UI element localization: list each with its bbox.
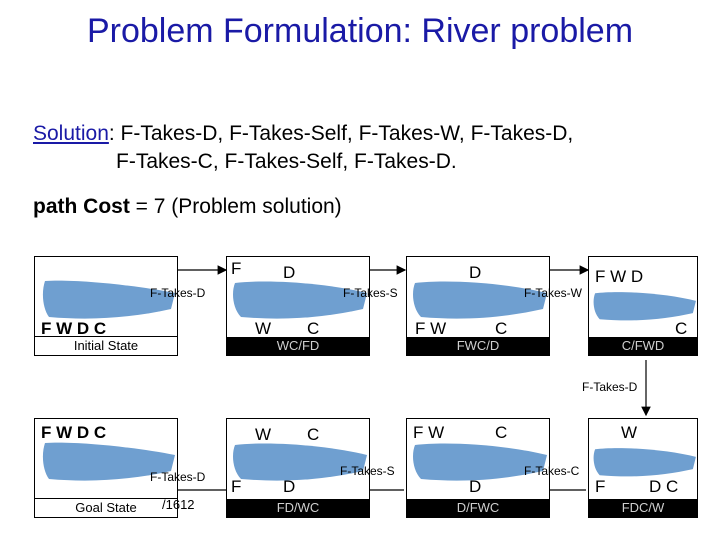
bank-bottom-right: D (283, 477, 296, 496)
state-caption: FD/WC (227, 499, 369, 517)
river-shape (413, 281, 547, 319)
state-caption: FDC/W (589, 499, 697, 517)
bank-top-left: W (255, 425, 272, 444)
solution-label: Solution (33, 122, 109, 145)
bank-top-left: F W (413, 423, 445, 442)
state-initial: F W D C Initial State (34, 256, 178, 356)
state-caption: Goal State (35, 498, 177, 517)
state-fdc-w: W F D C FDC/W (588, 418, 698, 518)
slide-number: /1612 (162, 497, 195, 512)
river-shape (413, 443, 547, 481)
bank-bottom-left: W (255, 319, 272, 338)
solution-steps-2: F-Takes-C, F-Takes-Self, F-Takes-D. (116, 150, 457, 173)
state-wc-fd: F D W C WC/FD (226, 256, 370, 356)
bank-bottom: D (469, 477, 482, 496)
state-d-fwc: F W C D D/FWC (406, 418, 550, 518)
path-cost-value: = 7 (Problem solution) (129, 195, 342, 218)
action-label-2: F-Takes-S (343, 286, 398, 300)
bank-top-right: C (307, 425, 320, 444)
bank-bottom-right: C (495, 319, 508, 338)
bank-bottom: F W D C (41, 319, 107, 338)
river-shape (42, 280, 176, 319)
state-caption: FWC/D (407, 337, 549, 355)
solution-steps-1: : F-Takes-D, F-Takes-Self, F-Takes-W, F-… (108, 122, 574, 145)
bank-top: F W D (595, 267, 644, 286)
state-caption: Initial State (35, 336, 177, 355)
river-shape (593, 292, 696, 321)
action-label-5: F-Takes-C (524, 464, 580, 478)
bank-bottom-right: C (307, 319, 320, 338)
state-c-fwd: F W D C C/FWD (588, 256, 698, 356)
bank-bottom-right: D C (649, 477, 679, 496)
action-label-3: F-Takes-W (524, 286, 582, 300)
path-cost: path Cost = 7 (Problem solution) (33, 195, 342, 219)
state-goal: F W D C Goal State (34, 418, 178, 518)
bank-top-left: F (231, 259, 242, 278)
river-shape (42, 442, 176, 481)
bank-bottom-left: F W (415, 319, 447, 338)
bank-top-right: C (495, 423, 508, 442)
bank-bottom-left: F (231, 477, 242, 496)
action-label-1: F-Takes-D (150, 286, 206, 300)
action-label-6: F-Takes-S (340, 464, 395, 478)
bank-top-right: D (283, 263, 296, 282)
action-label-4: F-Takes-D (582, 380, 638, 394)
bank-bottom-left: F (595, 477, 606, 496)
river-shape (233, 443, 367, 481)
bank-top: F W D C (41, 423, 107, 442)
bank-bottom-right: C (675, 319, 688, 338)
state-caption: C/FWD (589, 337, 697, 355)
path-cost-label: path Cost (33, 195, 130, 218)
state-caption: D/FWC (407, 499, 549, 517)
state-caption: WC/FD (227, 337, 369, 355)
slide-title: Problem Formulation: River problem (86, 12, 634, 50)
action-label-7: F-Takes-D (150, 470, 206, 484)
state-fwc-d: D F W C FWC/D (406, 256, 550, 356)
solution-line-1: Solution: F-Takes-D, F-Takes-Self, F-Tak… (33, 122, 573, 146)
bank-top: W (621, 423, 638, 442)
bank-top-right: D (469, 263, 482, 282)
river-shape (233, 281, 367, 319)
state-fd-wc: W C F D FD/WC (226, 418, 370, 518)
river-shape (593, 448, 696, 477)
